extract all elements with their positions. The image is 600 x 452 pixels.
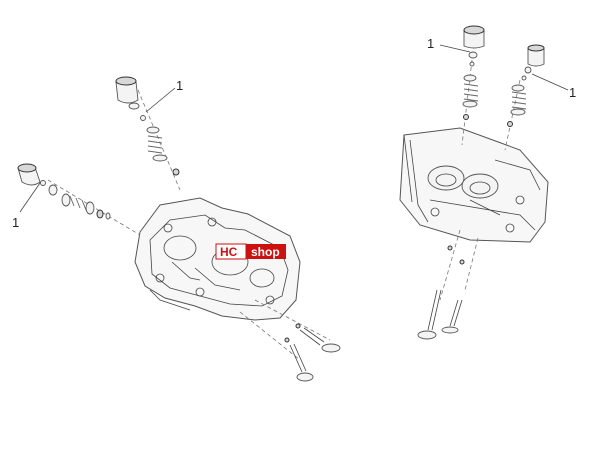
right-cylinder-head: [399, 127, 549, 243]
hc-shop-logo: HC shop: [215, 243, 286, 260]
right-valves: [417, 229, 479, 340]
callout-label-top-right: 1: [427, 36, 434, 51]
logo-text-shop: shop: [251, 245, 280, 259]
logo-text-hc: HC: [220, 245, 238, 259]
callout-labels: 1 1 1 1: [12, 36, 576, 230]
callout-label-upper-left: 1: [176, 78, 183, 93]
callout-label-right: 1: [569, 85, 576, 100]
left-valves: [239, 299, 341, 382]
callout-leaders: [19, 44, 569, 213]
right-valve-assembly: [461, 25, 545, 151]
left-valve-assembly: [17, 76, 181, 236]
callout-label-left: 1: [12, 215, 19, 230]
